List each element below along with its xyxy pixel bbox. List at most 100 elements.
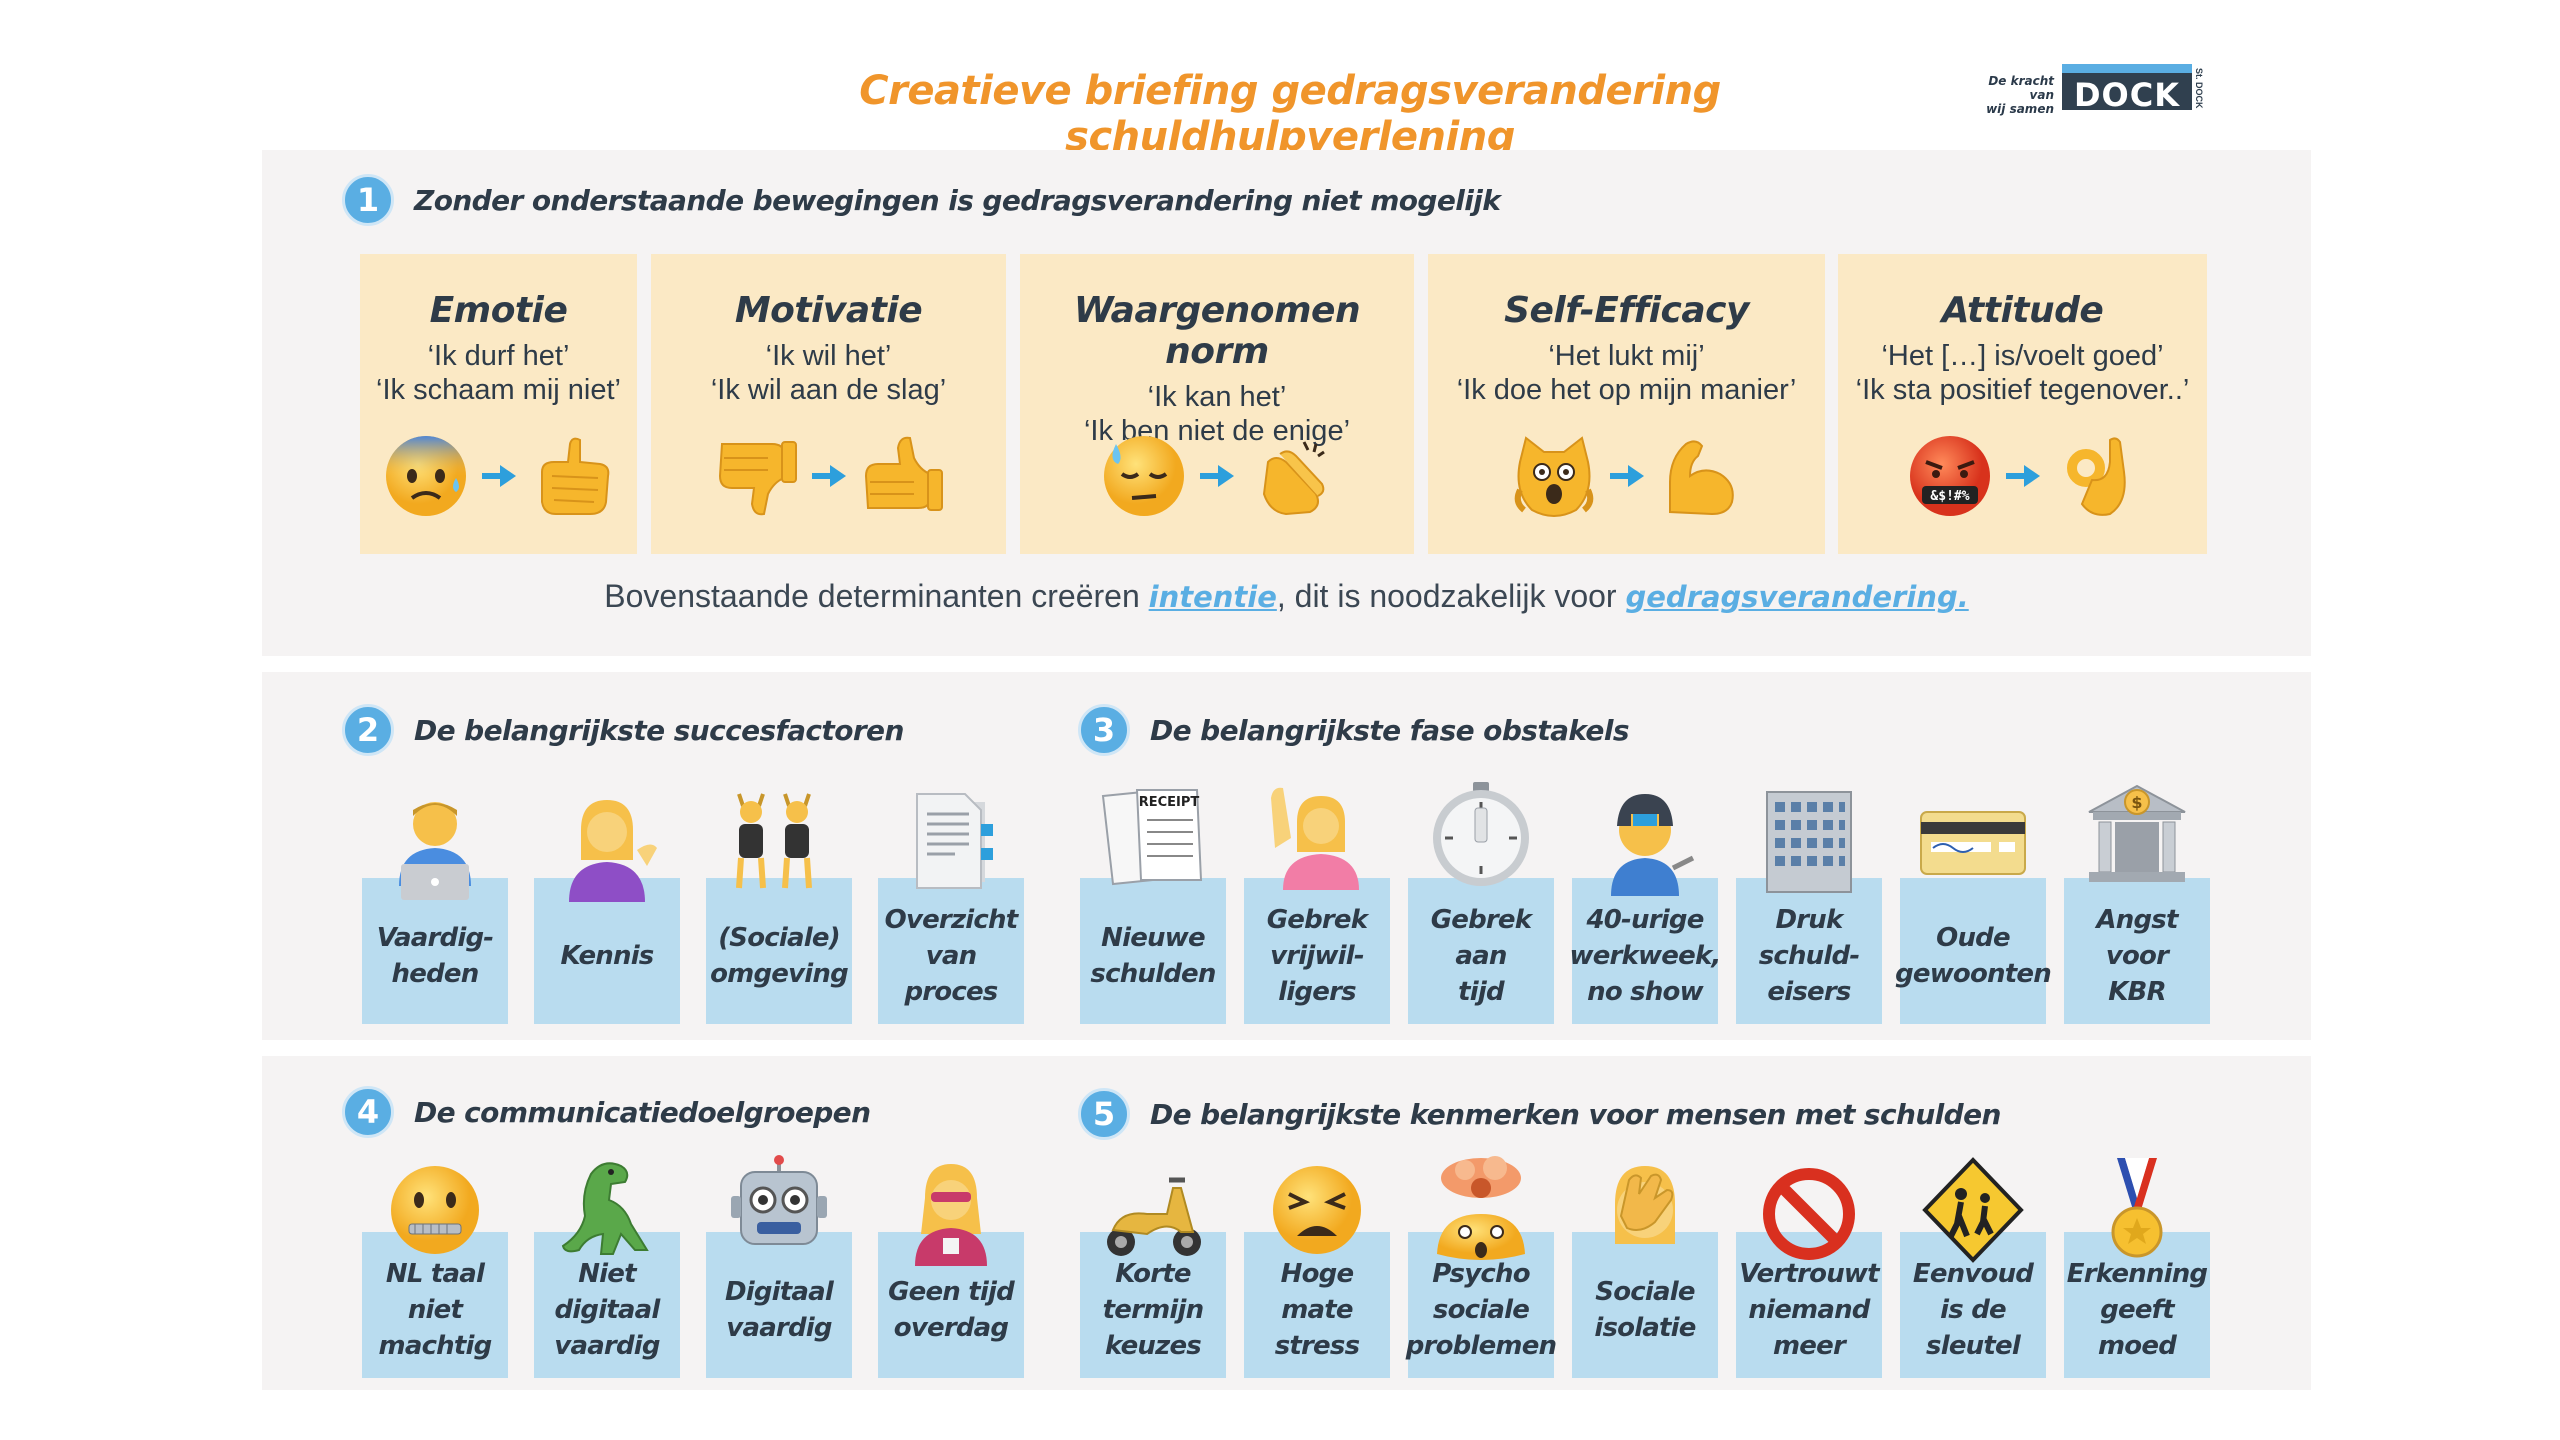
- laptop-worker-icon: [399, 802, 471, 900]
- gedragsverandering-link[interactable]: gedragsverandering.: [1625, 580, 1969, 614]
- determinant-quote-1: ‘Ik kan het’: [1147, 381, 1287, 413]
- tile-text: gewoonten: [1895, 959, 2052, 989]
- tile-text: problemen: [1405, 1331, 1557, 1361]
- section-3-heading: 3 De belangrijkste fase obstakels: [1078, 704, 1629, 756]
- tile-text: machtig: [378, 1331, 493, 1361]
- tile-text: Kennis: [560, 941, 655, 971]
- arrow-right-icon: [481, 465, 516, 487]
- anxious-face-icon: [385, 436, 466, 516]
- timer-icon: [1433, 782, 1529, 886]
- tile-40-urige-werkweek: 40-urige werkweek, no show: [1569, 878, 1721, 1024]
- logo-side-text: St. DOCK: [2194, 68, 2204, 109]
- section-2-title: De belangrijkste succesfactoren: [414, 713, 904, 747]
- determinant-quote-2: ‘Ik schaam mij niet’: [376, 374, 621, 406]
- determinant-motivatie: Motivatie ‘Ik wil het’ ‘Ik wil aan de sl…: [651, 254, 1006, 554]
- tile-text: Vaardig-: [376, 923, 494, 953]
- determinant-name: Motivatie: [734, 290, 923, 331]
- section-5-badge: 5: [1078, 1088, 1130, 1140]
- tile-text: aan: [1455, 941, 1507, 971]
- section-1-badge: 1: [342, 174, 394, 226]
- arrow-right-icon: [1609, 465, 1644, 487]
- flexed-biceps-icon: [1668, 440, 1734, 516]
- tile-text: omgeving: [710, 959, 849, 989]
- information-person-icon: [569, 800, 657, 902]
- ok-hand-icon: [2066, 437, 2126, 516]
- arrow-right-icon: [2005, 465, 2040, 487]
- document-icon: [916, 793, 993, 889]
- tile-text: moed: [2098, 1331, 2177, 1361]
- tile-text: 40-urige: [1586, 905, 1704, 935]
- note-text: , dit is noodzakelijk voor: [1276, 578, 1626, 614]
- determinant-waargenomen-norm: Waargenomen norm ‘Ik kan het’ ‘Ik ben ni…: [1020, 254, 1414, 554]
- determinant-quote-2: ‘Ik wil aan de slag’: [710, 374, 947, 406]
- tile-text: overdag: [893, 1313, 1009, 1343]
- intentie-link[interactable]: intentie: [1148, 580, 1277, 614]
- logo-tagline-line-2: wij samen: [1986, 102, 2054, 116]
- tile-kennis: Kennis: [534, 878, 680, 1024]
- tile-text: vaardig: [726, 1313, 832, 1343]
- children-crossing-icon: [1922, 1157, 2024, 1263]
- robot-icon: [731, 1155, 827, 1245]
- bank-symbol: $: [2131, 793, 2142, 812]
- tile-text: Erkenning: [2066, 1259, 2208, 1289]
- section-1-title: Zonder onderstaande bewegingen is gedrag…: [414, 183, 1501, 217]
- tile-vaardigheden: Vaardig-heden: [362, 878, 508, 1024]
- tile-text: proces: [904, 977, 998, 1007]
- tile-text: is de: [1940, 1295, 2006, 1325]
- tile-text: no show: [1587, 977, 1704, 1007]
- determinant-attitude: Attitude ‘Het […] is/voelt goed’ ‘Ik sta…: [1838, 254, 2207, 554]
- tile-text: Druk: [1775, 905, 1843, 935]
- section-1-panel: 1 Zonder onderstaande bewegingen is gedr…: [262, 150, 2311, 656]
- cursing-face-icon: &$!#%: [1909, 436, 1990, 516]
- bank-icon: $: [2088, 784, 2186, 882]
- determinant-quote-1: ‘Het […] is/voelt goed’: [1881, 340, 2164, 372]
- tile-text: vaardig: [554, 1331, 660, 1361]
- tile-text: sleutel: [1926, 1331, 2021, 1361]
- tired-face-icon: [1273, 1166, 1361, 1254]
- determinant-name: Self-Efficacy: [1504, 290, 1749, 331]
- tile-text: isolatie: [1594, 1313, 1696, 1343]
- note-text: Bovenstaande determinanten creëren: [604, 578, 1149, 614]
- tile-text: Psycho: [1432, 1259, 1530, 1289]
- medal-icon: [2111, 1158, 2163, 1258]
- section-4-5-panel: 4 De communicatiedoelgroepen 5 De belang…: [262, 1056, 2311, 1390]
- section-4-badge: 4: [342, 1086, 394, 1138]
- logo-tagline-line-1: De kracht van: [1988, 74, 2054, 102]
- factory-worker-icon: [1611, 794, 1695, 896]
- tile-text: Eenvoud: [1912, 1259, 2034, 1289]
- tile-text: Sociale: [1595, 1277, 1695, 1307]
- tile-text: Nieuwe: [1101, 923, 1205, 953]
- superhero-icon: [915, 1164, 987, 1266]
- tile-text: ligers: [1278, 977, 1356, 1007]
- section-4-title: De communicatiedoelgroepen: [414, 1095, 871, 1129]
- tile-text: niet: [407, 1295, 463, 1325]
- determinant-name: Waargenomen norm: [1073, 290, 1361, 372]
- svg-text:&$!#%: &$!#%: [1930, 489, 1969, 504]
- downcast-sweat-face-icon: [1104, 436, 1184, 516]
- tile-text: heden: [391, 959, 480, 989]
- logo-word: DOCK: [2073, 76, 2181, 114]
- facepalm-icon: [1615, 1166, 1675, 1244]
- tile-text: Gebrek: [1266, 905, 1368, 935]
- exploding-head-icon: [1437, 1156, 1525, 1260]
- tile-sociale-isolatie: Sociale isolatie: [1572, 1232, 1718, 1378]
- tile-text: Korte: [1115, 1259, 1191, 1289]
- determinant-quote-1: ‘Ik durf het’: [427, 340, 570, 372]
- section-1-heading: 1 Zonder onderstaande bewegingen is gedr…: [342, 174, 1501, 226]
- logo-tagline: De kracht van wij samen: [1962, 74, 2054, 116]
- tile-text: sociale: [1432, 1295, 1530, 1325]
- dock-logo: De kracht van wij samen DOCK St. DOCK: [1962, 64, 2212, 116]
- logo-box: DOCK: [2062, 64, 2192, 114]
- arrow-right-icon: [1200, 465, 1234, 487]
- tile-text: werkweek,: [1569, 941, 1721, 971]
- tile-text: Geen tijd: [888, 1277, 1015, 1307]
- zipper-mouth-face-icon: [391, 1166, 479, 1254]
